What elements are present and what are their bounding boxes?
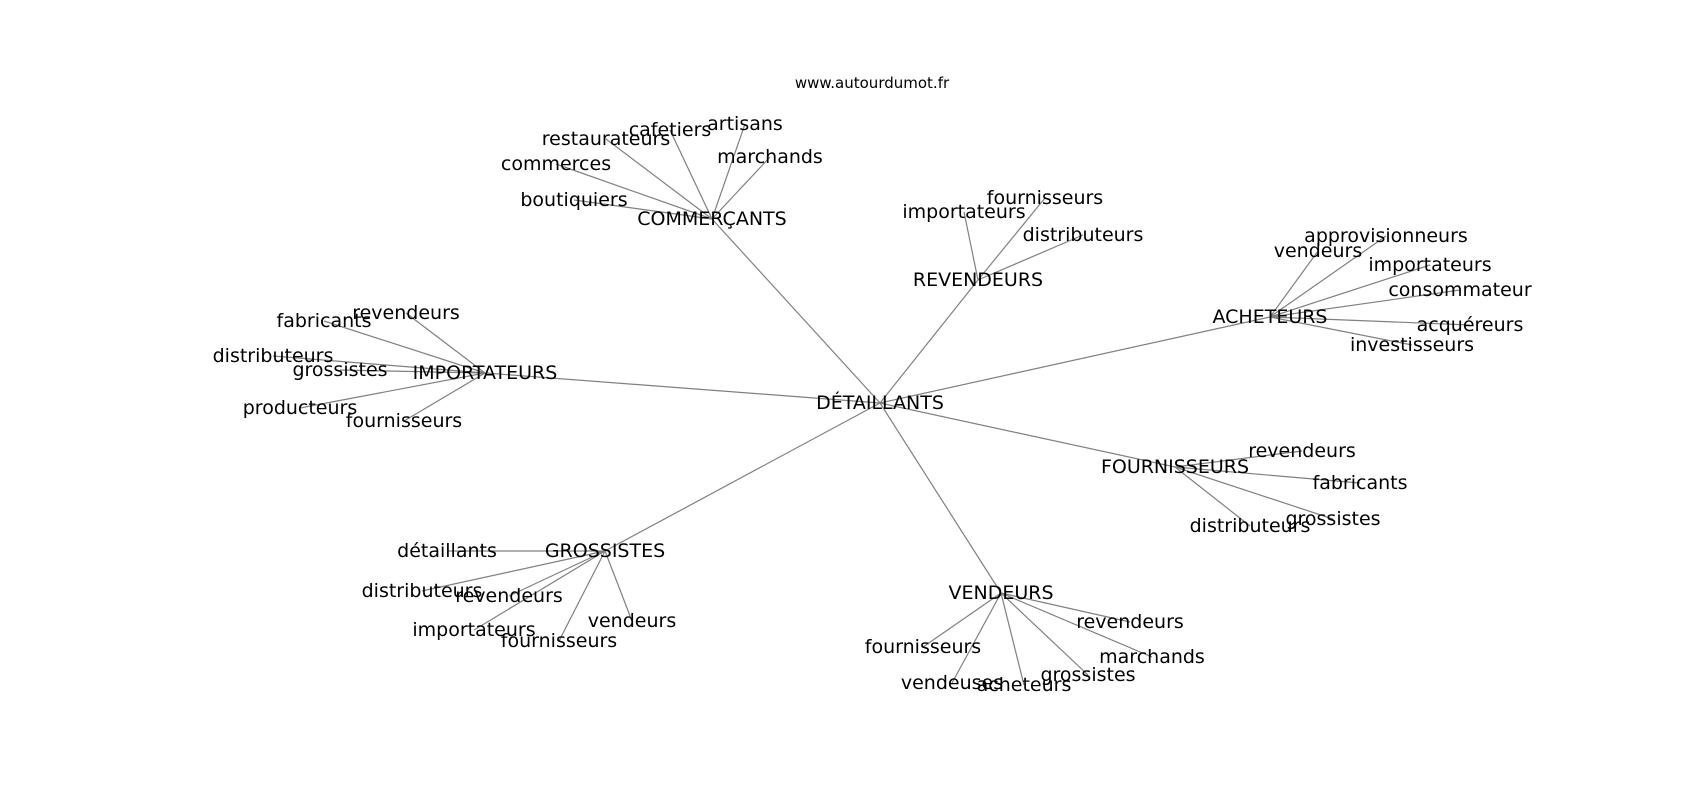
edge-hub-to-leaf (711, 123, 746, 220)
leaf-node-label: revendeurs (352, 302, 460, 324)
leaf-node-label: grossistes (1040, 664, 1135, 686)
leaf-node-label: fournisseurs (501, 630, 617, 652)
graph-edges (272, 123, 1471, 686)
leaf-node-label: boutiquiers (520, 189, 627, 211)
leaf-node-label: consommateur (1388, 279, 1531, 301)
leaf-node-label: distributeurs (362, 580, 483, 602)
leaf-node-label: fabricants (277, 310, 372, 332)
edge-center-to-hub (879, 402, 1176, 468)
edge-hub-to-leaf (977, 234, 1084, 281)
edge-hub-to-leaf (1000, 592, 1089, 676)
hub-node-label: VENDEURS (948, 582, 1053, 604)
leaf-node-label: approvisionneurs (1304, 225, 1468, 247)
leaf-node-label: fournisseurs (346, 410, 462, 432)
edge-center-to-hub (711, 218, 881, 404)
hub-node-label: GROSSISTES (545, 540, 665, 562)
leaf-node-label: vendeurs (1274, 240, 1362, 262)
edge-hub-to-leaf (963, 211, 979, 281)
edge-hub-to-leaf (1269, 289, 1461, 318)
edge-hub-to-leaf (1000, 592, 1153, 658)
edge-hub-to-leaf (669, 129, 713, 220)
edge-hub-to-leaf (299, 372, 486, 409)
edge-hub-to-leaf (1174, 466, 1334, 520)
edge-hub-to-leaf (339, 369, 486, 374)
edge-hub-to-leaf (1174, 466, 1361, 484)
leaf-node-label: vendeuses (901, 672, 1003, 694)
leaf-node-label: vendeurs (588, 610, 676, 632)
leaf-node-label: détaillants (397, 540, 497, 562)
leaf-node-label: revendeurs (455, 585, 563, 607)
leaf-node-label: importateurs (902, 201, 1025, 223)
leaf-node-label: artisans (707, 113, 783, 135)
edge-hub-to-leaf (323, 320, 486, 374)
edge-hub-to-leaf (1174, 450, 1303, 468)
leaf-node-label: producteurs (243, 397, 358, 419)
edge-hub-to-leaf (573, 199, 713, 220)
leaf-node-label: acheteurs (977, 674, 1072, 696)
edge-hub-to-leaf (951, 592, 1002, 684)
edge-hub-to-leaf (272, 355, 486, 374)
leaf-node-label: fabricants (1313, 472, 1408, 494)
leaf-node-label: grossistes (292, 359, 387, 381)
edge-hub-to-leaf (1269, 264, 1431, 318)
edge-hub-to-leaf (1269, 250, 1319, 318)
edge-center-to-hub (879, 279, 979, 404)
leaf-node-label: revendeurs (1076, 611, 1184, 633)
edge-hub-to-leaf (558, 550, 606, 642)
hub-node-label: REVENDEURS (913, 269, 1043, 291)
edge-hub-to-leaf (977, 197, 1046, 281)
edge-hub-to-leaf (403, 372, 486, 422)
leaf-node-label: commerces (501, 153, 611, 175)
edge-hub-to-leaf (605, 138, 713, 220)
leaf-node-label: cafetiers (629, 119, 712, 141)
edge-center-to-hub (879, 316, 1271, 404)
edge-hub-to-leaf (1269, 316, 1471, 326)
leaf-node-label: fournisseurs (865, 636, 981, 658)
leaf-node-label: importateurs (412, 619, 535, 641)
edge-hub-to-leaf (508, 550, 606, 597)
leaf-node-label: fournisseurs (987, 187, 1103, 209)
leaf-node-label: grossistes (1285, 508, 1380, 530)
leaf-node-label: marchands (717, 146, 823, 168)
leaf-node-label: investisseurs (1350, 334, 1474, 356)
watermark-text: www.autourdumot.fr (795, 74, 950, 92)
edge-hub-to-leaf (1174, 466, 1251, 527)
hub-node-label: FOURNISSEURS (1101, 456, 1249, 478)
leaf-node-label: acquéreurs (1417, 314, 1524, 336)
edge-hub-to-leaf (1000, 592, 1025, 686)
leaf-node-label: distributeurs (1190, 515, 1311, 537)
hub-node-label: IMPORTATEURS (413, 362, 558, 384)
center-node-label: DÉTAILLANTS (816, 391, 944, 414)
leaf-node-label: marchands (1099, 646, 1205, 668)
edge-hub-to-leaf (1269, 316, 1413, 346)
edge-center-to-hub (879, 402, 1002, 594)
leaf-node-label: importateurs (1368, 254, 1491, 276)
leaf-node-label: distributeurs (1023, 224, 1144, 246)
edge-hub-to-leaf (405, 312, 486, 374)
edge-hub-to-leaf (421, 550, 606, 592)
leaf-node-label: revendeurs (1248, 440, 1356, 462)
leaf-node-label: restaurateurs (542, 128, 670, 150)
leaf-node-label: distributeurs (213, 345, 334, 367)
edge-hub-to-leaf (711, 156, 771, 220)
hub-node-label: ACHETEURS (1212, 306, 1327, 328)
edge-hub-to-leaf (1269, 235, 1387, 318)
edge-center-to-hub (484, 372, 881, 404)
graph-labels: DÉTAILLANTSCOMMERÇANTSartisanscafetiersr… (213, 113, 1532, 696)
edge-hub-to-leaf (473, 550, 606, 631)
edge-hub-to-leaf (604, 550, 633, 622)
hub-node-label: COMMERÇANTS (637, 208, 786, 230)
edge-center-to-hub (604, 402, 881, 552)
edge-hub-to-leaf (1000, 592, 1131, 623)
edge-hub-to-leaf (922, 592, 1002, 648)
edge-hub-to-leaf (555, 163, 713, 220)
